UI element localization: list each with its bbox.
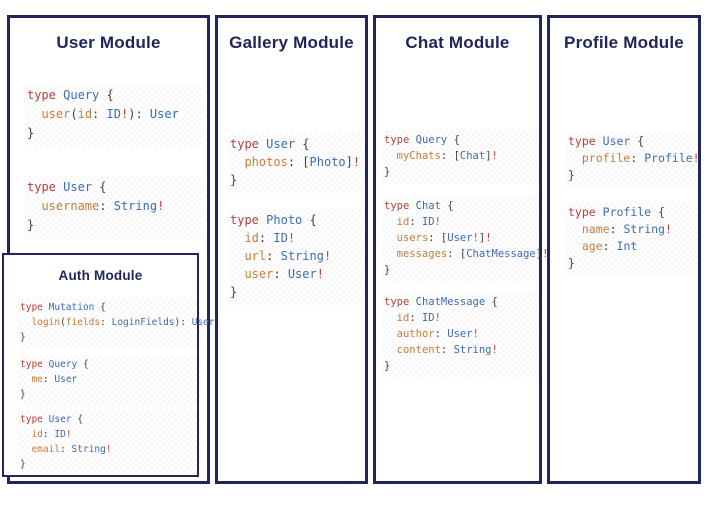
code-line: type Photo {	[230, 213, 317, 227]
code-line: }	[384, 264, 391, 276]
code-line: url: String!	[244, 249, 332, 263]
code-line: }	[27, 218, 35, 232]
code-line: type User {	[230, 137, 310, 151]
code-line: id: ID!	[396, 216, 441, 228]
code-line: content: String!	[396, 344, 498, 356]
code-line: }	[20, 389, 26, 400]
code-line: author: User!	[396, 328, 479, 340]
code-line: type User {	[27, 180, 107, 194]
code-block-auth-mutation: type Mutation { login(fields: LoginField…	[18, 298, 215, 349]
code-line: photos: [Photo]!	[244, 155, 361, 169]
code-block-profile-profile: type Profile { name: String! age: Int}	[566, 202, 699, 276]
module-title-profile: Profile Module	[564, 33, 684, 52]
code-block-gallery-user: type User { photos: [Photo]!}	[228, 133, 366, 193]
code-block-chat-query: type Query { myChats: [Chat]!}	[382, 130, 542, 184]
code-line: type User {	[568, 134, 645, 148]
code-line: }	[230, 285, 238, 299]
code-line: me: User	[31, 374, 78, 385]
code-line: }	[568, 256, 575, 270]
code-block-auth-user: type User { id: ID! email: String!}	[18, 410, 201, 476]
module-title-auth: Auth Module	[58, 268, 143, 283]
code-block-profile-user: type User { profile: Profile!}	[566, 131, 700, 188]
module-title-gallery: Gallery Module	[229, 33, 354, 52]
code-block-gallery-photo: type Photo { id: ID! url: String! user: …	[228, 209, 366, 305]
module-title-user: User Module	[56, 33, 161, 52]
code-block-auth-query: type Query { me: User}	[18, 355, 201, 406]
code-line: email: String!	[31, 444, 112, 455]
module-title-chat: Chat Module	[405, 33, 510, 52]
code-line: username: String!	[41, 199, 165, 213]
code-line: }	[568, 168, 575, 182]
module-box-gallery: Gallery Module type User { photos: [Phot…	[215, 15, 368, 484]
code-line: type User {	[20, 414, 83, 425]
module-box-profile: Profile Module type User { profile: Prof…	[547, 15, 701, 484]
code-line: login(fields: LoginFields): User	[31, 317, 215, 328]
code-line: messages: [ChatMessage]!	[396, 248, 549, 260]
module-box-chat: Chat Module type Query { myChats: [Chat]…	[373, 15, 549, 484]
code-line: name: String!	[581, 222, 672, 236]
code-block-chat-chat: type Chat { id: ID! users: [User!]! mess…	[382, 196, 549, 282]
code-line: myChats: [Chat]!	[396, 150, 498, 162]
code-line: id: ID!	[396, 312, 441, 324]
code-line: type Profile {	[568, 205, 665, 219]
code-line: id: ID!	[244, 231, 296, 245]
code-line: }	[20, 332, 26, 343]
code-line: type Query {	[27, 88, 114, 102]
code-line: }	[20, 459, 26, 470]
code-block-user-user: type User { username: String!}	[25, 176, 203, 239]
module-box-auth: Auth Module type Mutation { login(fields…	[2, 253, 215, 477]
code-line: user(id: ID!): User	[41, 107, 179, 121]
code-line: }	[384, 360, 391, 372]
code-line: type Query {	[384, 134, 460, 146]
code-line: type Chat {	[384, 200, 454, 212]
code-line: }	[384, 166, 391, 178]
code-line: type Mutation {	[20, 302, 106, 313]
code-line: }	[230, 173, 238, 187]
code-block-chat-chatmessage: type ChatMessage { id: ID! author: User!…	[382, 292, 542, 378]
code-line: profile: Profile!	[581, 151, 700, 165]
code-line: }	[27, 126, 35, 140]
code-block-user-query: type Query { user(id: ID!): User}	[25, 84, 203, 147]
code-line: users: [User!]!	[396, 232, 492, 244]
code-line: age: Int	[581, 239, 638, 253]
code-line: id: ID!	[31, 429, 72, 440]
code-line: user: User!	[244, 267, 324, 281]
code-line: type Query {	[20, 359, 89, 370]
code-line: type ChatMessage {	[384, 296, 498, 308]
